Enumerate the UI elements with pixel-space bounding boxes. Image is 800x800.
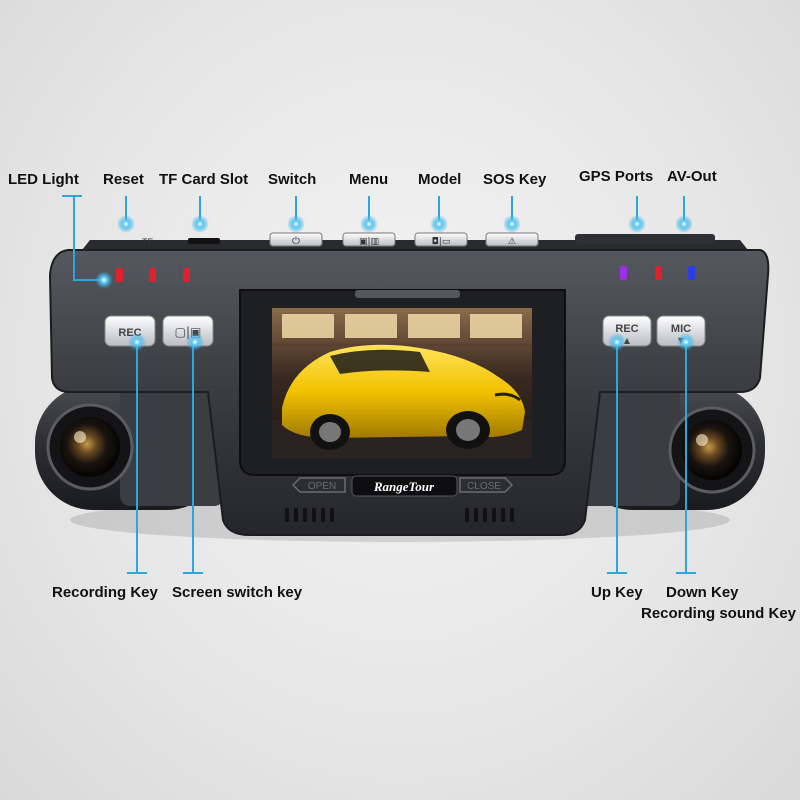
callout-dots [95, 215, 695, 351]
callout-up-key: Up Key [591, 584, 643, 601]
dot-recording [128, 333, 146, 351]
leader-lines [62, 195, 696, 574]
brand-logo: RangeTour [373, 479, 435, 494]
rec-button-right-label: REC [615, 323, 638, 335]
bottom-panel: OPEN CLOSE RangeTour [285, 475, 514, 522]
dot-up [608, 333, 626, 351]
left-lens-housing [35, 385, 225, 510]
model-button[interactable] [414, 232, 468, 247]
power-icon: ⏻ [292, 236, 300, 247]
callout-switch: Switch [268, 171, 317, 188]
led-left-2 [149, 268, 156, 282]
callout-menu: Menu [349, 171, 389, 188]
callout-recording-key: Recording Key [52, 584, 158, 601]
dot-model [430, 215, 448, 233]
screen-top-grille [355, 290, 460, 298]
tf-mark: TF [142, 237, 153, 247]
callout-led-light: LED Light [8, 171, 79, 188]
right-lens-housing [575, 385, 765, 510]
camera-mode-icon: ◘|▭ [432, 237, 451, 247]
dot-gps [628, 215, 646, 233]
dot-menu [360, 215, 378, 233]
slot-open-label: OPEN [308, 481, 336, 492]
dot-reset [117, 215, 135, 233]
led-left-3 [183, 268, 190, 282]
top-buttons: ⏻ ▣|▥ ◘|▭ ⚠ TF [142, 232, 715, 247]
led-right-purple [620, 266, 627, 280]
callout-down-key: Down Key [666, 584, 739, 601]
vent-right [465, 508, 514, 522]
callout-av-out: AV-Out [667, 168, 717, 185]
mic-button-label: MIC [671, 323, 691, 335]
dot-led-light [95, 271, 113, 289]
led-right-red [655, 266, 662, 280]
slot-close-label: CLOSE [467, 481, 501, 492]
vent-left [285, 508, 334, 522]
callout-gps-ports: GPS Ports [579, 168, 654, 185]
led-left-1 [116, 268, 123, 282]
dot-av [675, 215, 693, 233]
leds [116, 266, 695, 282]
lcd-screen [272, 308, 532, 458]
callout-tf-card-slot: TF Card Slot [159, 171, 249, 188]
gps-port[interactable] [575, 234, 715, 244]
dot-switch [287, 215, 305, 233]
callout-model: Model [418, 171, 462, 188]
sos-icon: ⚠ [508, 237, 516, 247]
up-arrow-icon: ▲ [624, 336, 631, 345]
callout-screen-switch-key: Screen switch key [172, 584, 303, 601]
led-right-blue [688, 266, 695, 280]
menu-icon: ▣|▥ [359, 237, 379, 247]
brand-badge [351, 475, 458, 497]
callout-recording-sound-key: Recording sound Key [641, 605, 797, 622]
tf-card-slot[interactable] [188, 238, 220, 244]
dot-sos [503, 215, 521, 233]
dot-down [677, 333, 695, 351]
callout-reset: Reset [103, 171, 144, 188]
dot-screen-switch [186, 333, 204, 351]
callout-sos-key: SOS Key [483, 171, 547, 188]
dot-tf [191, 215, 209, 233]
